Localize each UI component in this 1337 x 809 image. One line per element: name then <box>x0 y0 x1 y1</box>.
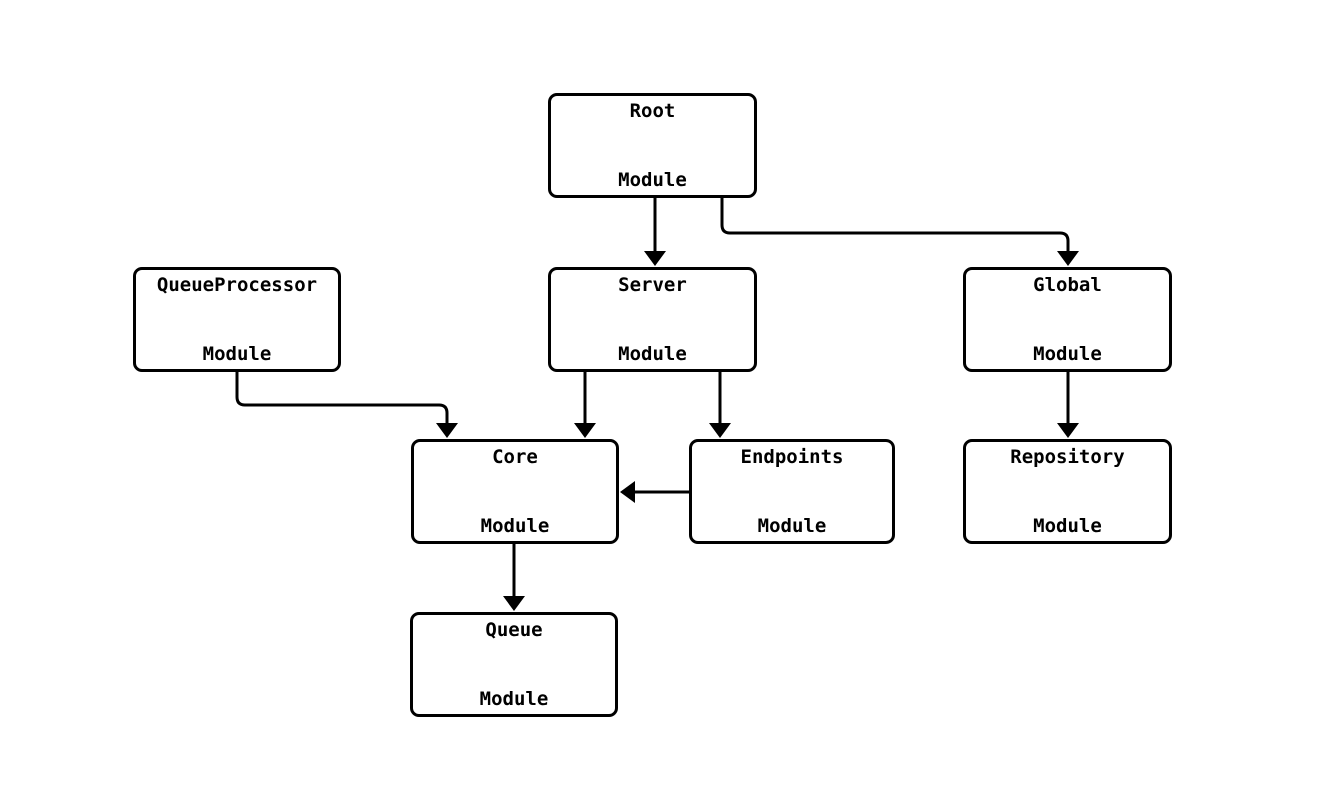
node-label-line: QueueProcessor <box>156 273 318 296</box>
node-server-module: Server Module <box>548 267 757 372</box>
node-root-module: Root Module <box>548 93 757 198</box>
edge-queueprocessor-to-core <box>235 372 458 438</box>
node-label-line: Root <box>629 99 676 122</box>
node-label-line: Module <box>479 687 549 710</box>
node-endpoints-module: Endpoints Module <box>689 439 895 544</box>
node-repository-module: Repository Module <box>963 439 1172 544</box>
node-queue-module-label: Queue Module <box>480 573 549 757</box>
node-label-line: Module <box>480 514 550 537</box>
node-label-line: Module <box>618 168 687 191</box>
node-label-line: Server <box>618 273 687 296</box>
node-label-line: Module <box>618 342 687 365</box>
node-global-module: Global Module <box>963 267 1172 372</box>
node-root-module-label: Root Module <box>618 54 687 238</box>
node-label-line: Module <box>202 342 272 365</box>
node-core-module-label: Core Module <box>481 400 550 584</box>
node-core-module: Core Module <box>411 439 619 544</box>
node-queueprocessor-module: QueueProcessor Module <box>133 267 341 372</box>
node-label-line: Endpoints <box>740 445 844 468</box>
node-server-module-label: Server Module <box>618 228 687 412</box>
node-global-module-label: Global Module <box>1033 228 1102 412</box>
node-label-line: Core <box>492 445 538 468</box>
node-repository-module-label: Repository Module <box>1010 400 1124 584</box>
edge-root-to-global <box>720 198 1079 266</box>
node-label-line: Repository <box>1010 445 1125 468</box>
node-queueprocessor-module-label: QueueProcessor Module <box>157 228 317 412</box>
node-queue-module: Queue Module <box>410 612 618 717</box>
node-label-line: Module <box>757 514 827 537</box>
node-label-line: Module <box>1033 342 1102 365</box>
node-label-line: Global <box>1033 273 1102 296</box>
node-label-line: Module <box>1033 514 1102 537</box>
node-label-line: Queue <box>485 618 543 641</box>
node-endpoints-module-label: Endpoints Module <box>741 400 844 584</box>
